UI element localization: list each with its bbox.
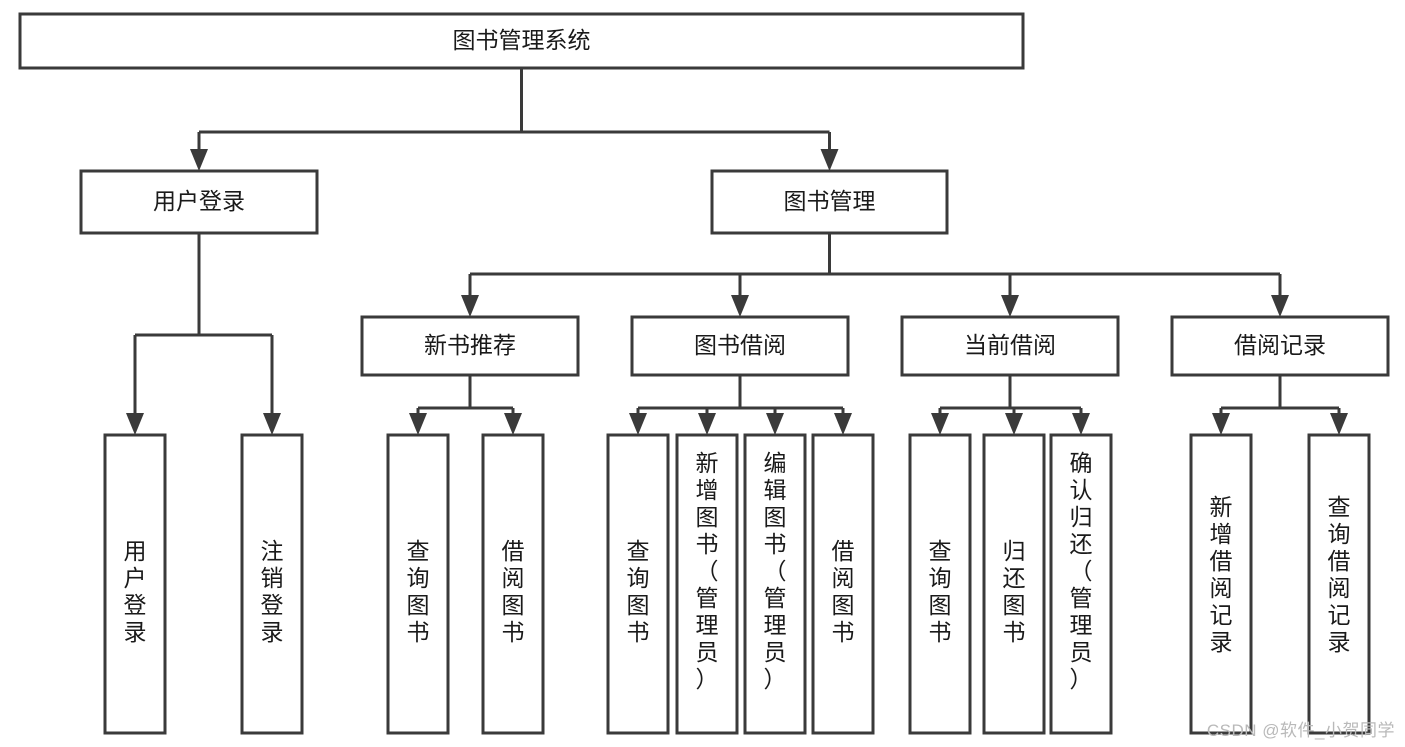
node-leaf-query-record[interactable]: 查询借阅记录	[1307, 433, 1371, 735]
node-box-leaf-edit-book	[743, 433, 807, 735]
node-box-current-borrow	[900, 315, 1120, 377]
node-label-leaf-borrow-book-2: 借阅图书	[832, 538, 855, 645]
node-box-leaf-query-record	[1307, 433, 1371, 735]
node-label-leaf-edit-book: 编辑图书（管理员）	[764, 450, 787, 692]
node-box-borrow-record	[1170, 315, 1390, 377]
node-label-leaf-query-record: 查询借阅记录	[1328, 494, 1351, 655]
node-box-new-book-rec	[360, 315, 580, 377]
node-box-book-manage	[710, 169, 949, 235]
node-label-book-borrow: 图书借阅	[694, 332, 786, 358]
node-leaf-borrow-book-2[interactable]: 借阅图书	[811, 433, 875, 735]
node-leaf-query-book-1[interactable]: 查询图书	[386, 433, 450, 735]
node-current-borrow[interactable]: 当前借阅	[900, 315, 1120, 377]
node-box-leaf-logout	[240, 433, 304, 735]
node-label-leaf-query-book-2: 查询图书	[627, 538, 650, 645]
node-label-user-login: 用户登录	[153, 188, 245, 214]
node-box-book-borrow	[630, 315, 850, 377]
node-leaf-query-book-3[interactable]: 查询图书	[908, 433, 972, 735]
node-new-book-rec[interactable]: 新书推荐	[360, 315, 580, 377]
node-user-login[interactable]: 用户登录	[79, 169, 319, 235]
node-label-leaf-user-login: 用户登录	[124, 538, 147, 645]
node-box-leaf-return-book	[982, 433, 1046, 735]
node-label-book-manage: 图书管理	[784, 188, 876, 214]
node-leaf-return-book[interactable]: 归还图书	[982, 433, 1046, 735]
node-label-current-borrow: 当前借阅	[964, 332, 1056, 358]
node-leaf-confirm-return[interactable]: 确认归还（管理员）	[1049, 433, 1113, 735]
nodes-layer: 图书管理系统用户登录图书管理新书推荐图书借阅当前借阅借阅记录用户登录注销登录查询…	[18, 12, 1390, 735]
connectors-layer	[126, 68, 1348, 435]
node-box-leaf-user-login	[103, 433, 167, 735]
node-label-leaf-confirm-return: 确认归还（管理员）	[1070, 450, 1093, 692]
node-box-leaf-borrow-book-1	[481, 433, 545, 735]
node-box-user-login	[79, 169, 319, 235]
node-book-manage[interactable]: 图书管理	[710, 169, 949, 235]
node-label-root: 图书管理系统	[453, 27, 591, 53]
node-box-leaf-add-book	[675, 433, 739, 735]
node-box-leaf-add-record	[1189, 433, 1253, 735]
node-leaf-user-login[interactable]: 用户登录	[103, 433, 167, 735]
node-box-leaf-query-book-3	[908, 433, 972, 735]
node-label-leaf-logout: 注销登录	[261, 538, 284, 645]
node-root[interactable]: 图书管理系统	[18, 12, 1025, 70]
node-leaf-add-book[interactable]: 新增图书（管理员）	[675, 433, 739, 735]
node-label-borrow-record: 借阅记录	[1234, 332, 1326, 358]
node-leaf-add-record[interactable]: 新增借阅记录	[1189, 433, 1253, 735]
node-leaf-logout[interactable]: 注销登录	[240, 433, 304, 735]
node-label-leaf-query-book-3: 查询图书	[929, 538, 952, 645]
node-box-root	[18, 12, 1025, 70]
node-box-leaf-query-book-2	[606, 433, 670, 735]
node-label-leaf-add-record: 新增借阅记录	[1210, 494, 1233, 655]
node-label-leaf-add-book: 新增图书（管理员）	[696, 450, 719, 692]
node-book-borrow[interactable]: 图书借阅	[630, 315, 850, 377]
node-box-leaf-borrow-book-2	[811, 433, 875, 735]
node-label-leaf-query-book-1: 查询图书	[407, 538, 430, 645]
node-label-leaf-return-book: 归还图书	[1003, 538, 1026, 645]
node-leaf-query-book-2[interactable]: 查询图书	[606, 433, 670, 735]
node-leaf-edit-book[interactable]: 编辑图书（管理员）	[743, 433, 807, 735]
node-borrow-record[interactable]: 借阅记录	[1170, 315, 1390, 377]
node-leaf-borrow-book-1[interactable]: 借阅图书	[481, 433, 545, 735]
node-label-new-book-rec: 新书推荐	[424, 332, 516, 358]
node-label-leaf-borrow-book-1: 借阅图书	[502, 538, 525, 645]
node-box-leaf-query-book-1	[386, 433, 450, 735]
node-box-leaf-confirm-return	[1049, 433, 1113, 735]
